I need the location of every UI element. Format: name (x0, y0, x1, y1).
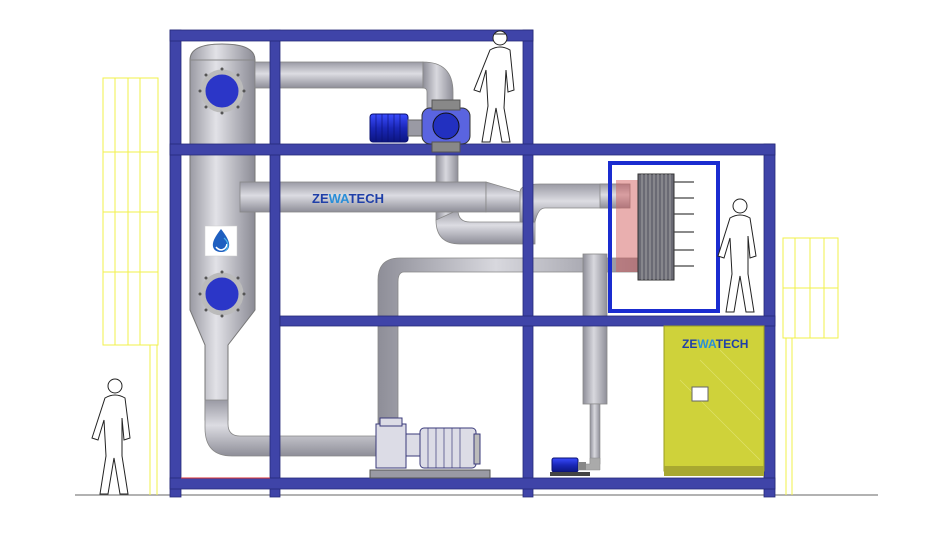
worker-icon (91, 378, 131, 495)
worker-icon (473, 30, 515, 143)
plate-heat-exchanger (608, 161, 720, 313)
scaffold-left (102, 77, 159, 495)
scaffold-right (782, 237, 839, 495)
scrubber-tower (189, 43, 256, 421)
water-drop-logo-icon (204, 225, 238, 257)
main-pump (369, 417, 491, 479)
cabinet-brand-label: ZEWATECH (682, 337, 748, 351)
manhole-upper (200, 69, 244, 113)
control-cabinet: ZEWATECH (663, 325, 765, 476)
worker-icon (717, 198, 757, 313)
duct-brand-label: ZEWATECH (312, 191, 384, 206)
cabinet-window (691, 386, 709, 402)
pump-motor (419, 427, 477, 469)
blower-unit (369, 99, 471, 153)
small-pump (550, 457, 590, 476)
manhole-lower (200, 272, 244, 316)
